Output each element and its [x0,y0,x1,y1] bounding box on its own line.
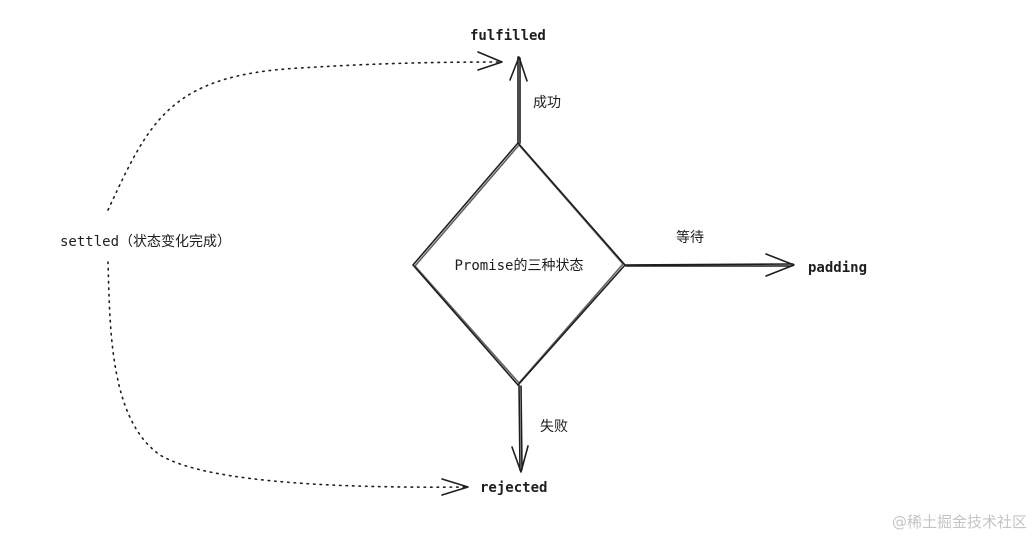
state-fulfilled: fulfilled [470,28,546,44]
edge-label-success: 成功 [533,95,561,111]
dotted-arrow-to-fulfilled [107,51,503,211]
arrow-to-fulfilled [509,56,528,144]
center-label: Promise的三种状态 [454,258,583,274]
watermark: @稀土掘金技术社区 [892,513,1027,531]
dotted-arrow-to-rejected [107,261,469,496]
edge-label-waiting: 等待 [676,229,704,246]
promise-diamond [412,142,626,386]
arrow-to-pending [624,253,795,277]
edge-label-failure: 失败 [540,419,568,435]
arrow-to-rejected [511,384,529,473]
state-rejected: rejected [480,480,547,496]
settled-label: settled（状态变化完成） [60,234,231,250]
state-pending: padding [808,260,867,276]
